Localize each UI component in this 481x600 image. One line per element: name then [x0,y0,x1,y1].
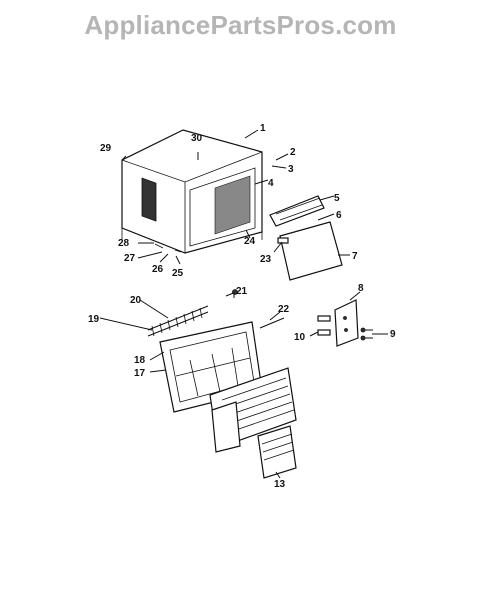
callout-18: 18 [134,355,146,366]
callout-22: 22 [278,304,290,315]
callout-30: 30 [191,133,203,144]
callout-1: 1 [260,123,266,134]
callout-5: 5 [334,193,340,204]
callout-20: 20 [130,295,142,306]
right-small-parts [317,299,373,347]
callout-3: 3 [288,164,294,175]
callout-21: 21 [236,286,248,297]
callout-4: 4 [268,178,274,189]
callout-27: 27 [124,253,136,264]
cabinet-housing [121,129,263,254]
callout-2: 2 [290,147,296,158]
callout-29: 29 [100,143,112,154]
right-panels [269,195,343,281]
leader-lines [99,129,388,479]
callout-26: 26 [152,264,164,275]
callout-9: 9 [390,329,396,340]
upper-front-parts [147,289,285,337]
callout-labels: 1 2 3 4 5 6 7 8 9 10 13 17 18 19 20 21 2… [88,123,396,490]
callout-13: 13 [274,479,286,490]
callout-28: 28 [118,238,130,249]
callout-23: 23 [260,254,272,265]
filter-and-grille [209,367,297,479]
callout-25: 25 [172,268,184,279]
callout-8: 8 [358,283,364,294]
callout-17: 17 [134,368,146,379]
callout-24: 24 [244,236,256,247]
callout-6: 6 [336,210,342,221]
callout-7: 7 [352,251,358,262]
callout-10: 10 [294,332,306,343]
callout-19: 19 [88,314,100,325]
watermark-logo: AppliancePartsPros.com [84,10,397,40]
